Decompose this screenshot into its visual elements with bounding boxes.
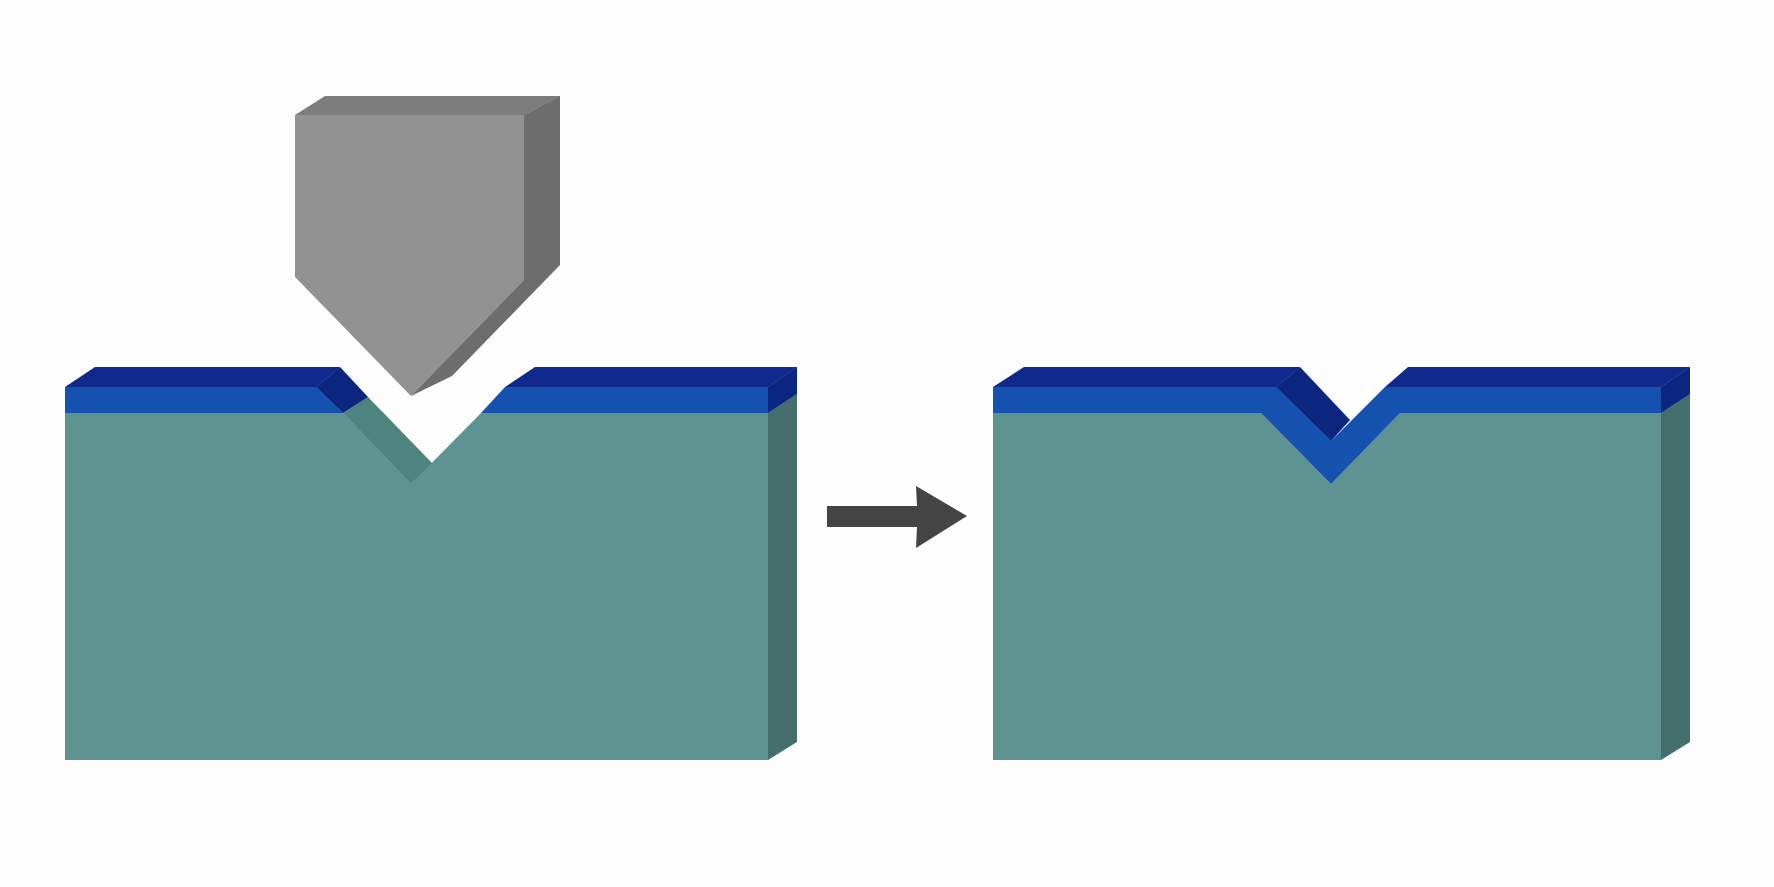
arrow-right-icon <box>827 486 967 548</box>
before-panel <box>65 96 797 760</box>
coating-top-face-left <box>993 367 1300 387</box>
coating-front-face <box>993 387 1661 484</box>
coating-top-face-right <box>505 367 797 387</box>
coating-dent-face <box>1276 367 1350 441</box>
substrate-front-face <box>65 413 768 760</box>
substrate-groove-wall <box>343 397 432 484</box>
after-panel <box>993 367 1690 760</box>
indenter-top-face <box>295 96 560 115</box>
coating-front-face-right <box>481 387 768 413</box>
indenter-front-face <box>295 115 524 396</box>
substrate-front-face <box>993 413 1661 760</box>
substrate-side-face <box>768 394 797 760</box>
coating-top-face-left <box>65 367 340 387</box>
coating-side-face <box>1661 367 1690 413</box>
coating-cut-edge <box>316 367 368 413</box>
coating-front-face-left <box>65 387 343 413</box>
indenter-side-face <box>411 96 560 396</box>
coating-top-face-right <box>1385 367 1690 387</box>
arrow-shape <box>827 486 967 548</box>
substrate-side-face <box>1661 394 1690 760</box>
indenter-icon <box>295 96 560 396</box>
coating-side-face <box>768 367 797 413</box>
